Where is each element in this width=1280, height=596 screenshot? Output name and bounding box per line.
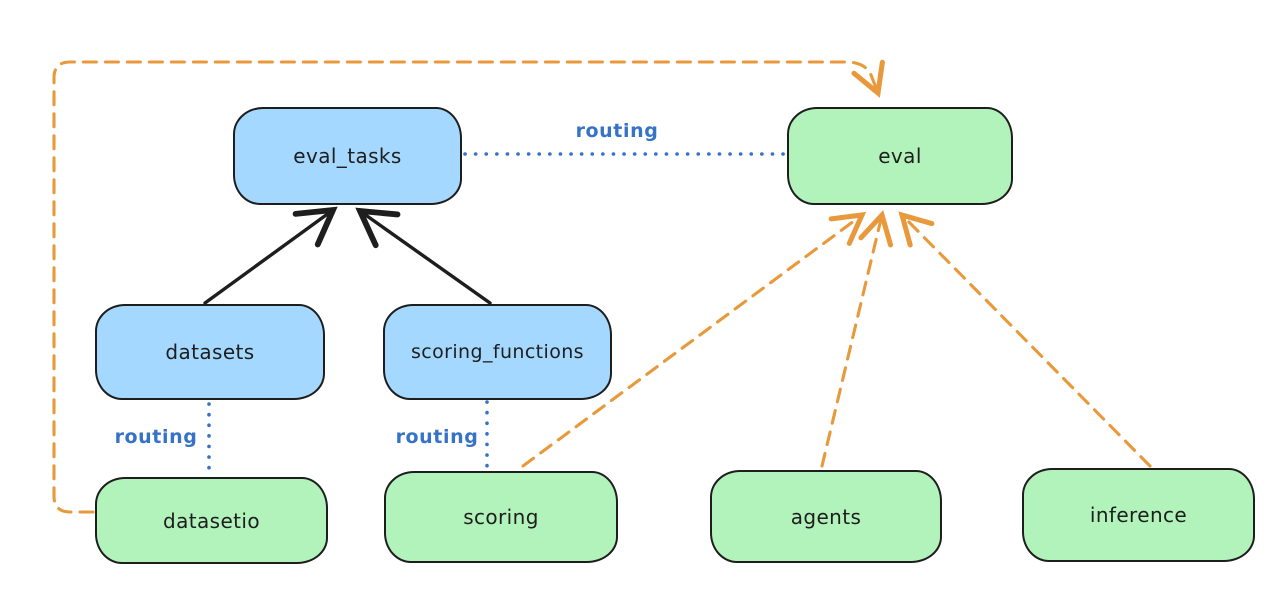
node-eval-label: eval — [878, 144, 922, 168]
edge-datasetio-to-eval — [52, 59, 885, 514]
edge-datasets-to-eval_tasks — [203, 206, 338, 305]
edge-inference-to-eval — [898, 211, 1152, 468]
node-inference: inference — [1022, 468, 1255, 562]
node-datasets-label: datasets — [165, 340, 255, 364]
edge-scoring_functions-to-eval_tasks — [355, 207, 492, 305]
node-eval-tasks-label: eval_tasks — [293, 144, 402, 168]
node-agents-label: agents — [790, 504, 862, 529]
node-scoring-functions-label: scoring_functions — [411, 341, 584, 363]
routing-label-scoring-functions-scoring: routing — [395, 426, 479, 448]
node-eval: eval — [787, 107, 1013, 205]
node-datasetio: datasetio — [95, 477, 328, 564]
node-eval-tasks: eval_tasks — [233, 107, 462, 205]
node-inference-label: inference — [1089, 503, 1188, 527]
node-scoring-functions: scoring_functions — [383, 304, 612, 400]
node-agents: agents — [710, 470, 942, 563]
node-scoring: scoring — [384, 471, 618, 563]
node-datasetio-label: datasetio — [162, 508, 260, 533]
routing-label-eval-tasks-eval: routing — [575, 120, 659, 142]
routing-label-datasets-datasetio: routing — [114, 426, 198, 448]
edge-scoring-to-eval — [521, 211, 867, 468]
edge-agents-to-eval — [820, 209, 894, 468]
node-datasets: datasets — [95, 304, 325, 400]
node-scoring-label: scoring — [463, 505, 539, 529]
